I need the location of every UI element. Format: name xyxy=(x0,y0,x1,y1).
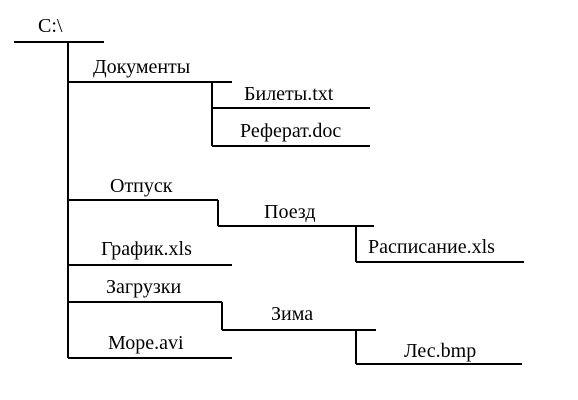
node-dokumenty: Документы xyxy=(93,56,191,78)
node-grafik: График.xls xyxy=(101,238,192,260)
node-poezd: Поезд xyxy=(264,201,316,223)
node-otpusk: Отпуск xyxy=(110,175,173,197)
node-zima: Зима xyxy=(271,303,314,325)
node-referat: Реферат.doc xyxy=(240,120,342,142)
node-les: Лес.bmp xyxy=(404,340,477,362)
node-bilety: Билеты.txt xyxy=(244,83,334,105)
node-root: C:\ xyxy=(38,15,63,37)
node-more: Море.avi xyxy=(108,332,184,354)
node-zagruzki: Загрузки xyxy=(106,276,182,298)
node-raspisanie: Расписание.xls xyxy=(368,236,495,258)
